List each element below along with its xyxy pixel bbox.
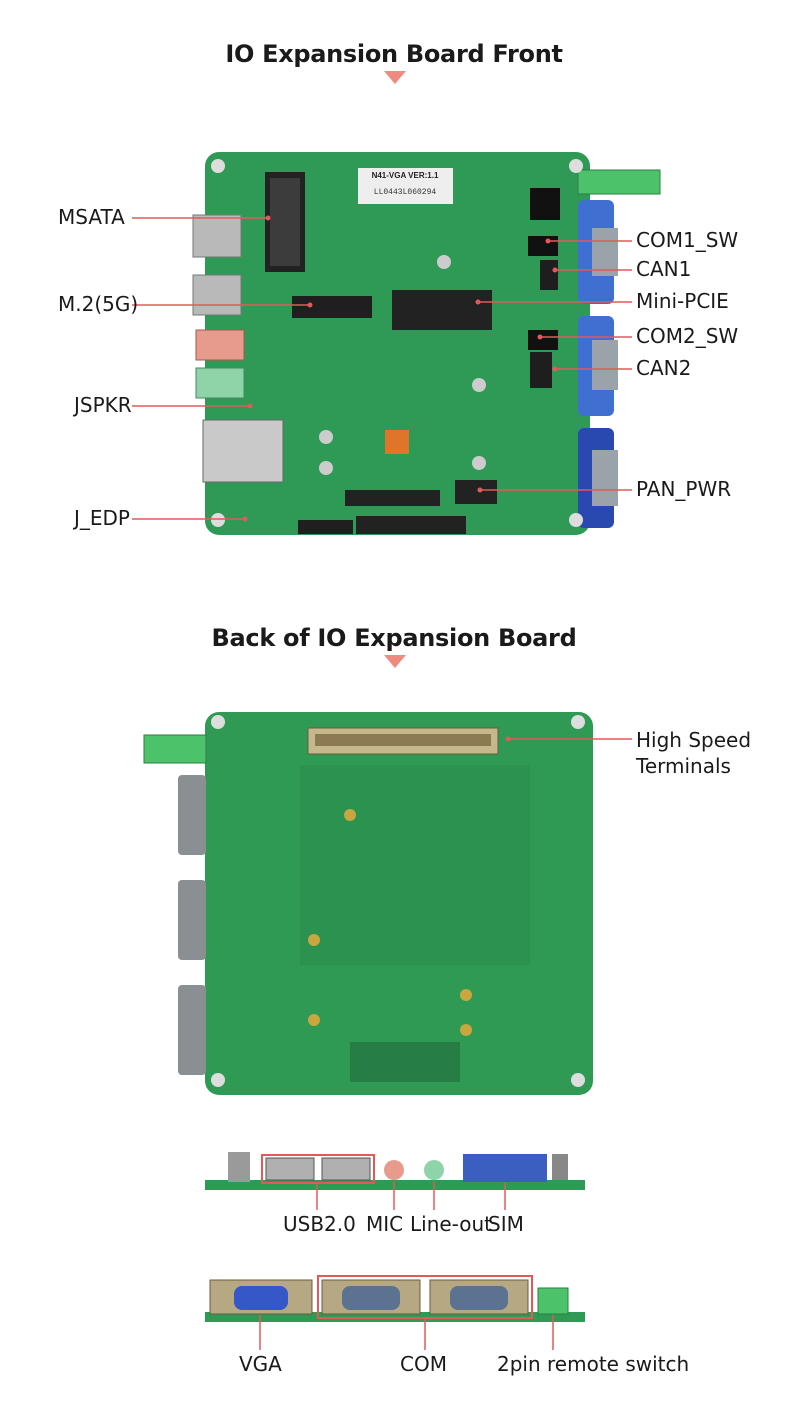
back-title: Back of IO Expansion Board: [211, 624, 577, 652]
label-com2-sw: COM2_SW: [636, 324, 739, 348]
label-com: COM: [400, 1352, 447, 1376]
label-m2-5g: M.2(5G): [58, 292, 139, 316]
label-2pin-remote-switch: 2pin remote switch: [497, 1352, 690, 1376]
label-mini-pcie: Mini-PCIE: [636, 289, 729, 313]
front-title: IO Expansion Board Front: [225, 40, 563, 68]
front-leader-lines: [132, 217, 632, 520]
label-high-speed-terminals: High Speed Terminals: [636, 728, 752, 778]
front-leader-dots: [242, 215, 558, 522]
label-can2: CAN2: [636, 356, 692, 380]
side-leader-lines: [259, 1181, 554, 1350]
silk-serial: LL0443L060294: [373, 188, 437, 197]
label-msata: MSATA: [58, 205, 125, 229]
label-mic: MIC: [366, 1212, 404, 1236]
label-usb2: USB2.0: [283, 1212, 356, 1236]
front-title-pointer: [384, 71, 406, 84]
side-view-2-image: [205, 1275, 585, 1322]
back-title-pointer: [384, 655, 406, 668]
label-pan-pwr: PAN_PWR: [636, 477, 732, 501]
label-line-out: Line-out: [410, 1212, 493, 1236]
silk-model: N41-VGA VER:1.1: [371, 171, 439, 180]
label-can1: CAN1: [636, 257, 692, 281]
label-com1-sw: COM1_SW: [636, 228, 739, 252]
side-view-1-image: [205, 1152, 585, 1190]
label-j-edp: J_EDP: [74, 506, 130, 530]
front-board-image: [192, 152, 661, 535]
back-board-image: [143, 712, 593, 1095]
label-jspkr: JSPKR: [74, 393, 132, 417]
label-vga: VGA: [239, 1352, 282, 1376]
label-sim: SIM: [488, 1212, 524, 1236]
